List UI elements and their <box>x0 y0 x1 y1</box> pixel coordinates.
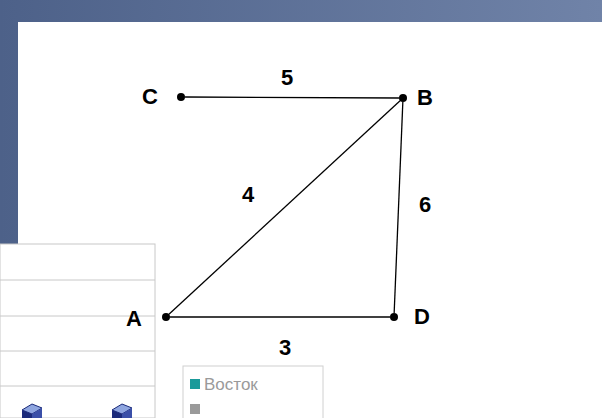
vertex-label: D <box>414 306 430 328</box>
graph-vertex: D <box>390 313 398 321</box>
table-fragment <box>0 244 155 418</box>
vertex-label: A <box>126 308 142 330</box>
graph-edge <box>394 102 403 313</box>
edge-weight: 4 <box>240 184 256 206</box>
vertex-label: B <box>417 87 433 109</box>
graph-vertex: C <box>177 93 185 101</box>
graph-edge <box>185 96 399 98</box>
cube-icon <box>22 404 42 418</box>
graph-edge <box>169 101 400 315</box>
graph-vertex: A <box>162 313 170 321</box>
edge-weight: 6 <box>417 194 433 216</box>
graph-vertex: B <box>399 94 407 102</box>
graph-edge <box>170 316 390 317</box>
vertex-label: C <box>142 86 158 108</box>
legend-swatch <box>190 379 200 389</box>
legend-swatch-cut <box>190 404 200 414</box>
edge-weight: 5 <box>279 67 295 89</box>
cube-icon <box>112 404 132 418</box>
legend-frame <box>183 366 323 418</box>
legend-text: Восток <box>204 376 258 393</box>
edge-weight: 3 <box>277 337 293 359</box>
